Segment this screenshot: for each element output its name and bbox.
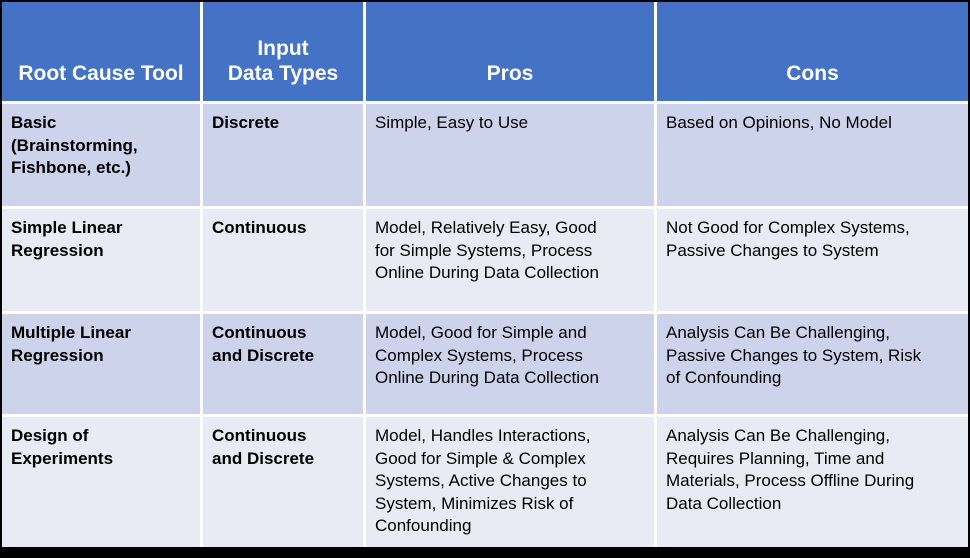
row-3-pros-cell: Model, Good for Simple and Complex Syste…	[366, 314, 654, 414]
row-1-pros-cell: Simple, Easy to Use	[366, 104, 654, 206]
row-3-input-cell: Continuous and Discrete	[203, 314, 363, 414]
column-header-cons: Cons	[657, 2, 968, 101]
row-4-pros-cell: Model, Handles Interactions, Good for Si…	[366, 417, 654, 547]
row-1-cons-cell: Based on Opinions, No Model	[657, 104, 968, 206]
row-1-input-cell: Discrete	[203, 104, 363, 206]
column-header-pros: Pros	[366, 2, 654, 101]
column-header-input-data-types: Input Data Types	[203, 2, 363, 101]
row-3-cons-cell: Analysis Can Be Challenging, Passive Cha…	[657, 314, 968, 414]
row-2-tool-cell: Simple Linear Regression	[2, 209, 200, 311]
row-1-tool-cell: Basic (Brainstorming, Fishbone, etc.)	[2, 104, 200, 206]
row-2-cons-cell: Not Good for Complex Systems, Passive Ch…	[657, 209, 968, 311]
row-4-cons-cell: Analysis Can Be Challenging, Requires Pl…	[657, 417, 968, 547]
row-2-input-cell: Continuous	[203, 209, 363, 311]
row-3-tool-cell: Multiple Linear Regression	[2, 314, 200, 414]
row-2-pros-cell: Model, Relatively Easy, Good for Simple …	[366, 209, 654, 311]
row-4-input-cell: Continuous and Discrete	[203, 417, 363, 547]
column-header-root-cause-tool: Root Cause Tool	[2, 2, 200, 101]
root-cause-tool-comparison-table: Root Cause Tool Input Data Types Pros Co…	[2, 2, 968, 547]
row-4-tool-cell: Design of Experiments	[2, 417, 200, 547]
